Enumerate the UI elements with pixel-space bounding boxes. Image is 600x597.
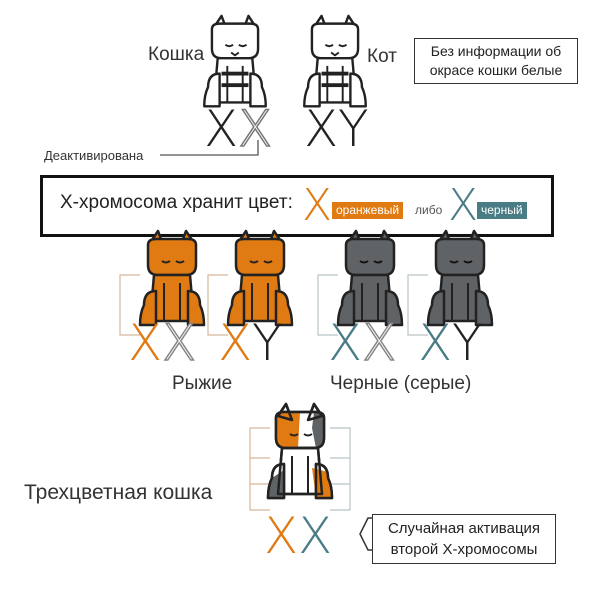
- random-activation-note: Случайная активация второй Х-хромосомы: [372, 514, 556, 564]
- orange-female-chrom-x2: X: [161, 314, 197, 372]
- or-word: либо: [415, 203, 443, 217]
- white-cat-note: Без информации об окрасе кошки белые: [414, 38, 578, 84]
- orange-female-chrom-x1: X: [128, 314, 163, 372]
- black-female-chrom-x2: X: [361, 314, 397, 372]
- orange-male-chrom-x: X: [218, 314, 253, 372]
- female-chrom-x2-deactivated: X: [237, 100, 273, 158]
- female-chrom-x1: X: [204, 100, 239, 158]
- deactivated-pointer-line: [160, 140, 259, 156]
- black-tag: черный: [477, 202, 527, 219]
- orange-male-chrom-y: Y: [252, 314, 283, 372]
- tricolor-label: Трехцветная кошка: [24, 481, 213, 504]
- deactivated-label: Деактивирована: [44, 148, 144, 163]
- tricolor-cat-graphic: [249, 402, 351, 511]
- banner-text: Х-хромосома хранит цвет:: [60, 192, 293, 213]
- middle-cats-graphic: [119, 229, 494, 336]
- black-female-chrom-x1: X: [328, 314, 363, 372]
- tricolor-chrom-x-teal: X: [298, 507, 333, 565]
- female-label: Кошка: [148, 44, 205, 65]
- black-male-chrom-y: Y: [452, 314, 483, 372]
- white-cat-male-icon: [303, 14, 367, 108]
- orange-tag: оранжевый: [332, 202, 404, 219]
- black-label: Черные (серые): [330, 373, 472, 394]
- banner-x-teal: X: [448, 180, 479, 231]
- color-info-banner: [40, 175, 554, 237]
- banner-x-orange: X: [302, 180, 333, 231]
- male-label: Кот: [367, 46, 397, 67]
- tricolor-chrom-x-orange: X: [264, 507, 299, 565]
- orange-label: Рыжие: [172, 373, 233, 394]
- black-male-chrom-x: X: [418, 314, 453, 372]
- white-cat-female-icon: [203, 14, 267, 108]
- male-chrom-y: Y: [338, 100, 369, 158]
- male-chrom-x: X: [304, 100, 339, 158]
